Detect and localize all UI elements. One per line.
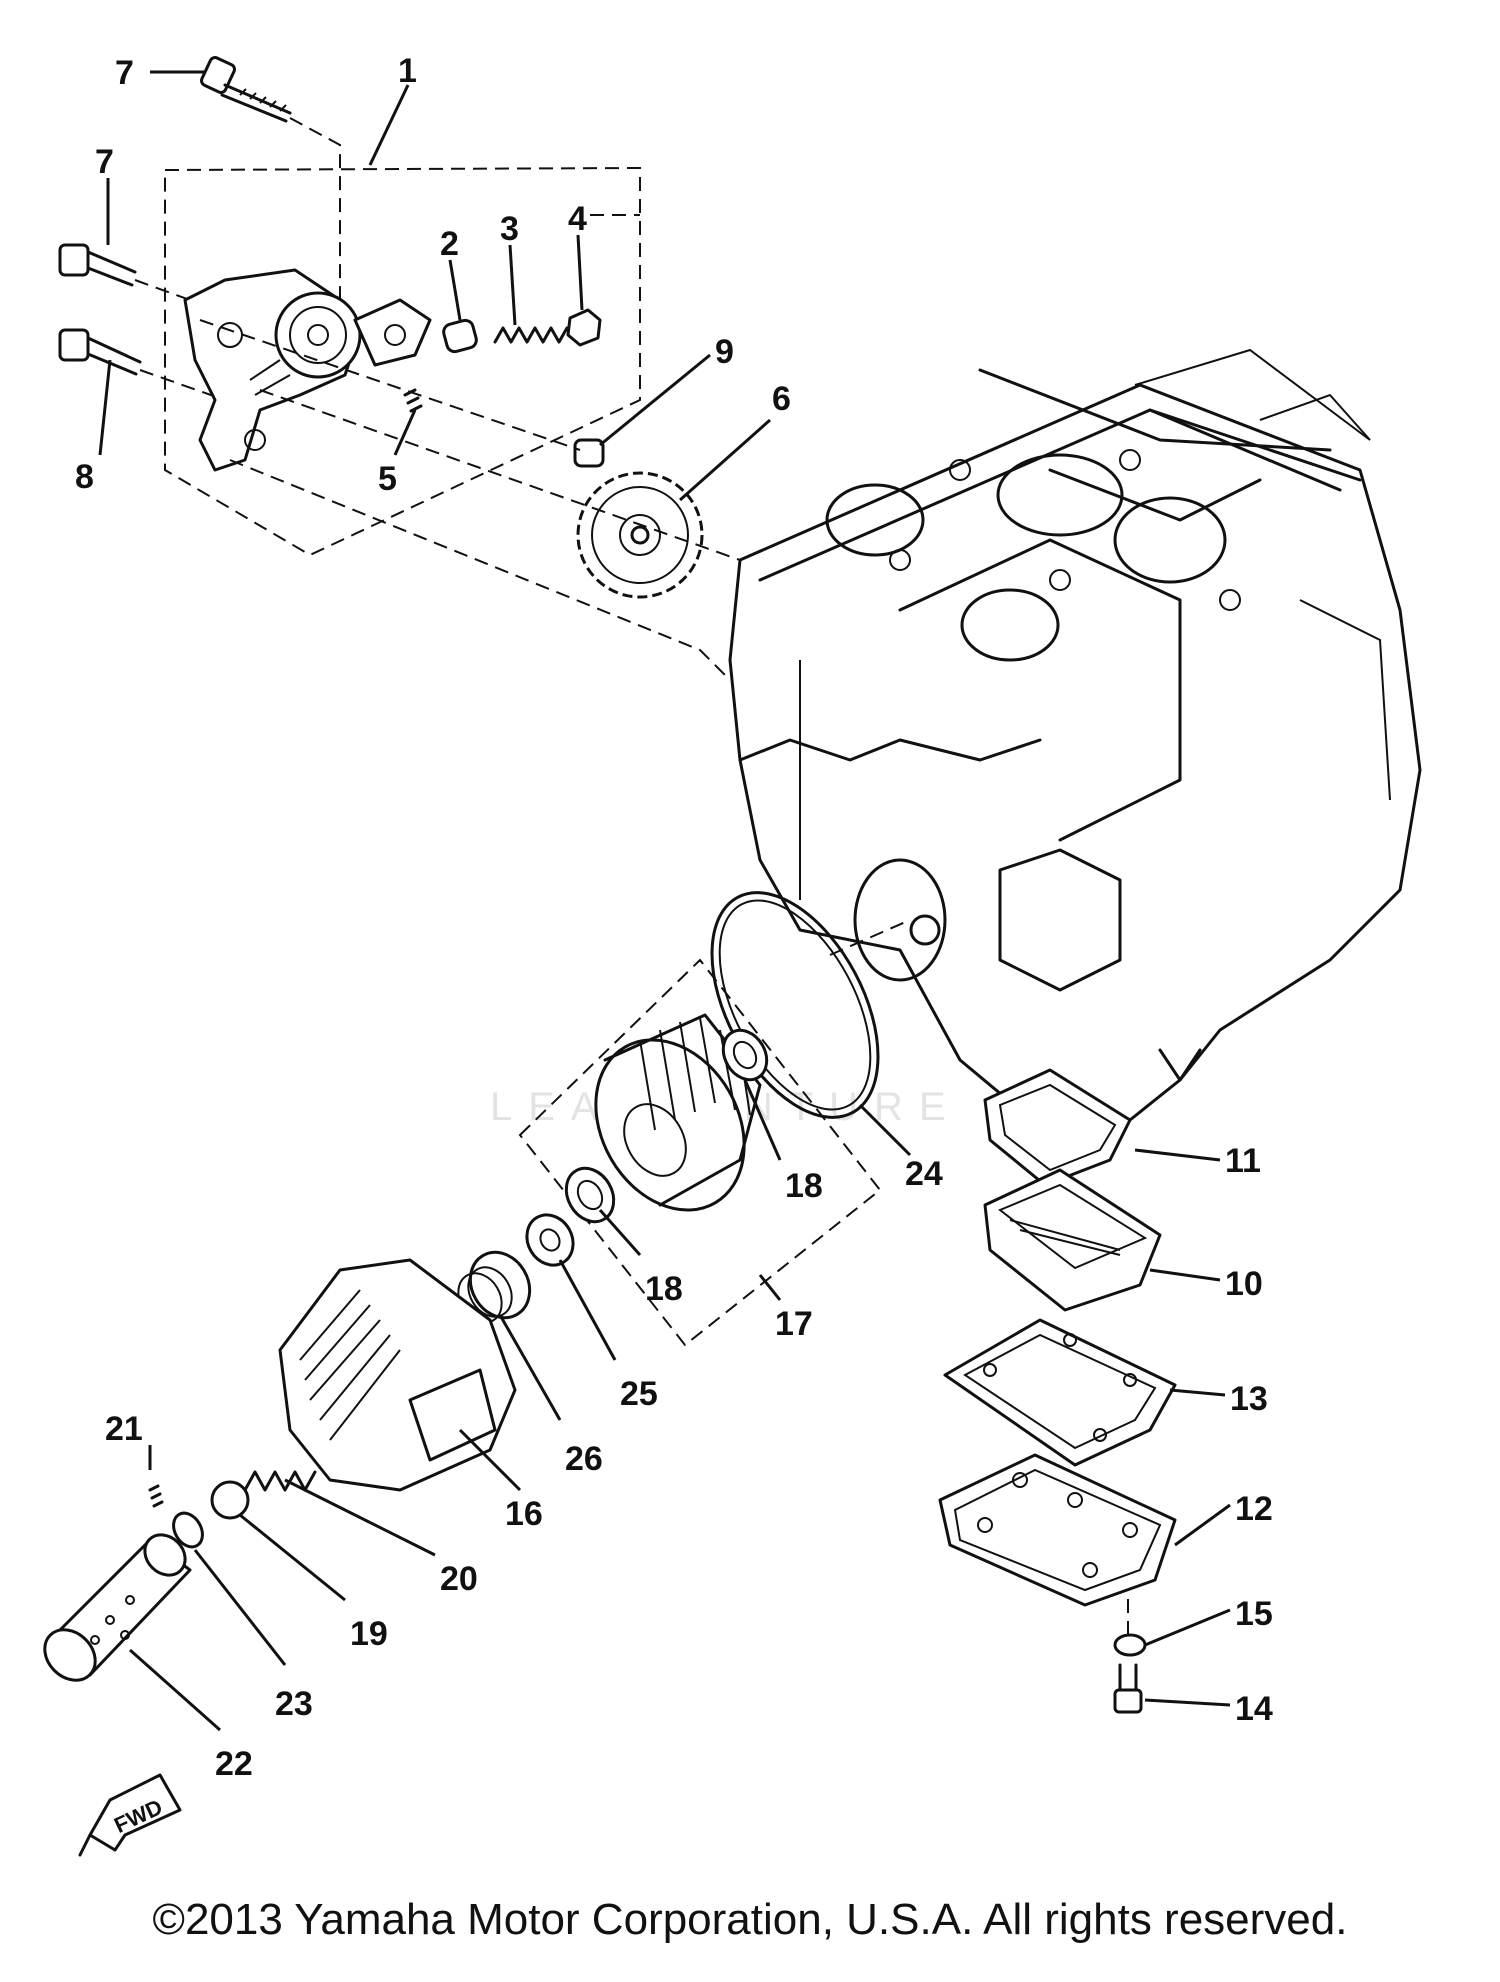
part-label-2: 2 xyxy=(440,225,459,263)
washer-25-drawing xyxy=(525,1213,575,1267)
part-label-20: 20 xyxy=(440,1560,478,1598)
relief-valve-22-drawing xyxy=(43,1533,192,1682)
plunger-2-drawing xyxy=(442,318,478,354)
spring-3-drawing xyxy=(493,326,569,344)
part-label-8-lower: 8 xyxy=(75,458,94,496)
part-number-labels: 7 1 7 8 2 3 4 5 9 6 24 11 10 13 12 15 14… xyxy=(75,52,1273,1783)
part-label-1: 1 xyxy=(398,52,417,90)
part-label-26: 26 xyxy=(565,1440,603,1478)
part-label-23: 23 xyxy=(275,1685,313,1723)
part-label-13: 13 xyxy=(1230,1380,1268,1418)
part-label-18-lower: 18 xyxy=(645,1270,683,1308)
copyright-notice: ©2013 Yamaha Motor Corporation, U.S.A. A… xyxy=(152,1895,1348,1944)
gear-6-drawing xyxy=(576,471,704,599)
part-label-18-upper: 18 xyxy=(785,1167,823,1205)
bolt-7-drawing xyxy=(200,56,341,300)
part-label-6: 6 xyxy=(772,380,791,418)
part-label-14: 14 xyxy=(1235,1690,1273,1728)
gasket-11-drawing xyxy=(983,1068,1132,1187)
crankcase-drawing xyxy=(728,348,1422,1122)
cover-plate-12-drawing xyxy=(938,1453,1177,1607)
seal-18-upper-drawing xyxy=(721,1028,769,1082)
spring-26-drawing xyxy=(457,1250,532,1324)
forward-direction-icon: FWD xyxy=(78,1773,182,1857)
ball-19-drawing xyxy=(210,1480,250,1520)
part-label-21: 21 xyxy=(105,1410,143,1448)
screw-21-drawing xyxy=(148,1484,164,1508)
part-label-22: 22 xyxy=(215,1745,253,1783)
oil-filter-assembly-boundary xyxy=(518,958,882,1347)
gasket-13-drawing xyxy=(943,1318,1177,1467)
part-label-15: 15 xyxy=(1235,1595,1273,1633)
part-label-5: 5 xyxy=(378,460,397,498)
part-label-24: 24 xyxy=(905,1155,943,1193)
oil-filter-element-drawing xyxy=(594,1013,762,1212)
nut-4-drawing xyxy=(566,308,602,347)
leader-lines xyxy=(98,70,1231,1732)
part-label-25: 25 xyxy=(620,1375,658,1413)
washer-15-drawing xyxy=(1113,1633,1147,1657)
part-label-16: 16 xyxy=(505,1495,543,1533)
part-label-8-upper: 7 xyxy=(95,143,114,181)
filter-cover-16-drawing xyxy=(278,1258,517,1492)
part-label-10: 10 xyxy=(1225,1265,1263,1303)
part-label-9: 9 xyxy=(715,333,734,371)
bolt-8-lower-drawing xyxy=(58,328,226,401)
bolt-14-drawing xyxy=(1113,1663,1143,1714)
part-label-17: 17 xyxy=(775,1305,813,1343)
part-label-4: 4 xyxy=(568,200,587,238)
part-label-12: 12 xyxy=(1235,1490,1273,1528)
oil-pump-drawing xyxy=(183,268,432,472)
part-label-19: 19 xyxy=(350,1615,388,1653)
part-label-3: 3 xyxy=(500,210,519,248)
o-ring-23-drawing xyxy=(172,1511,204,1549)
oil-pump-assembly-boundary xyxy=(164,166,641,557)
spring-20-drawing xyxy=(243,1470,317,1492)
seal-18-lower-drawing xyxy=(564,1166,616,1224)
strainer-10-drawing xyxy=(983,1168,1162,1312)
bolt-8-upper-drawing xyxy=(58,243,191,301)
part-label-11: 11 xyxy=(1225,1142,1261,1180)
part-label-7: 7 xyxy=(115,54,134,92)
collar-9-drawing xyxy=(573,438,605,468)
